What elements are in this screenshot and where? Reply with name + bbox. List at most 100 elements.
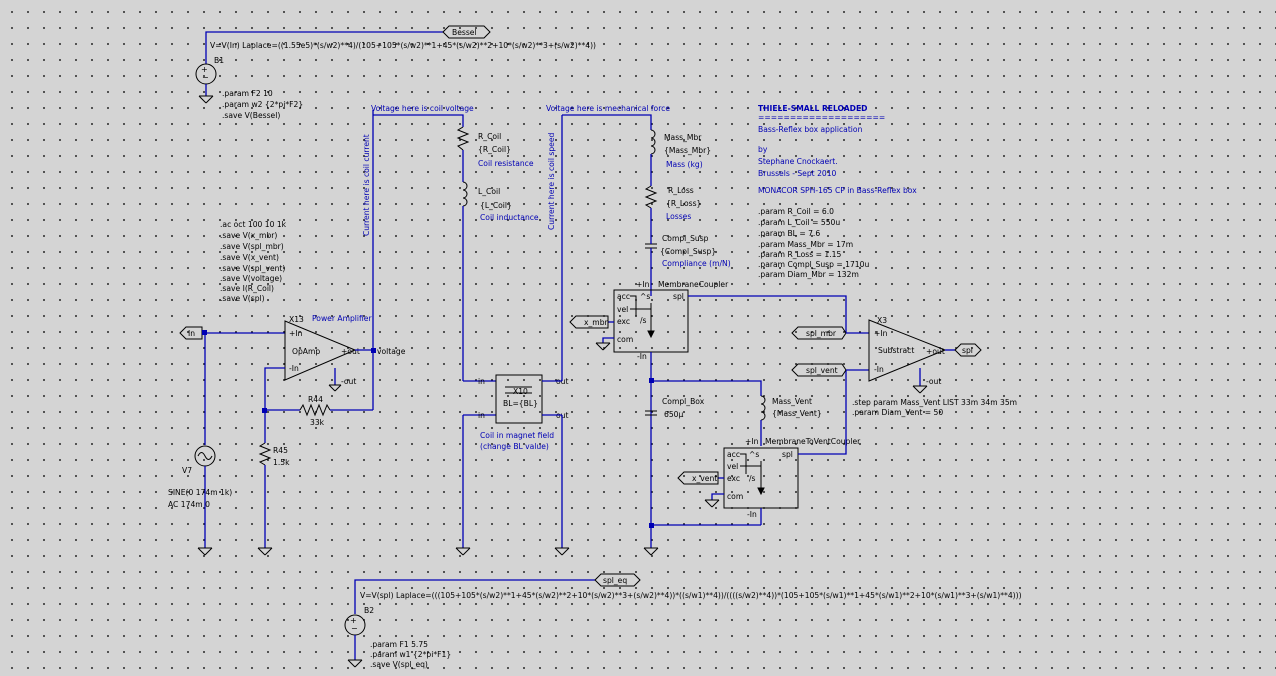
spl-eq-flag[interactable]: spl_eq (603, 576, 627, 585)
place-date[interactable]: Brussels - Sept 2010 (758, 169, 837, 178)
r45-ref[interactable]: R45 (273, 446, 288, 455)
param-line[interactable]: .param Diam_Mbr = 132m (758, 270, 859, 279)
r-loss-ref[interactable]: R_Loss (668, 186, 694, 195)
spl-eq-expression[interactable]: V=V(spl) Laplace=(((105+105*(s/w2)**1+45… (360, 591, 1022, 600)
v7-sine[interactable]: SINE(0 174m 1k) (168, 488, 232, 497)
vent-coupler-title[interactable]: MembraneToVentCoupler (765, 437, 861, 446)
param-line[interactable]: .param L_Coil = 550u (758, 218, 840, 227)
author[interactable]: Stephane Cnockaert. (758, 157, 838, 166)
spl-eq-directive[interactable]: .save V(spl_eq) (370, 660, 428, 669)
bessel-expression[interactable]: V=V(In) Laplace=((1.55e5)*(s/w2)**4)/(10… (210, 41, 596, 50)
r45-value[interactable]: 1.5k (273, 458, 290, 467)
spl-eq-source-ref[interactable]: B2 (364, 606, 374, 615)
mech-force-note[interactable]: Voltage here is mechanical force (546, 104, 670, 113)
gyrator-value[interactable]: BL={BL} (503, 399, 538, 408)
pin-label: vel (617, 305, 628, 314)
op-label: /s (640, 316, 647, 325)
compl-susp-desc[interactable]: Compliance (m/N) (662, 259, 731, 268)
step-directive[interactable]: .step param Mass_Vent LIST 33m 34m 35m (852, 398, 1017, 407)
gyrator-bl[interactable]: in in out out X10 BL={BL} Coil in magnet… (478, 115, 570, 556)
x-mbr-flag[interactable]: x_mbr (584, 318, 609, 327)
r-coil-value[interactable]: {R_Coil} (478, 145, 511, 154)
bessel-directive[interactable]: .param F2 10 (222, 89, 273, 98)
bessel-directive[interactable]: .param w2 {2*pi*F2} (222, 100, 303, 109)
by-label[interactable]: by (758, 145, 768, 154)
substract-name[interactable]: Substract (878, 346, 914, 355)
membrane-coupler-title[interactable]: MembraneCoupler (658, 280, 729, 289)
pin-label: -In (289, 364, 299, 373)
coil-current-note[interactable]: Current here is coil current (362, 134, 371, 236)
spl-eq-directive[interactable]: .param F1 5.75 (370, 640, 428, 649)
directive-line[interactable]: .save I(R_Coil) (220, 284, 274, 293)
directive-line[interactable]: .save V(x_mbr) (220, 231, 277, 240)
r-coil-desc[interactable]: Coil resistance (478, 159, 534, 168)
substract-block[interactable]: spl_mbr spl_vent X3 +In -In +out -out Su… (791, 316, 1017, 417)
l-coil-ref[interactable]: L_Coil (478, 187, 500, 196)
directive-line[interactable]: .ac oct 100 10 1k (220, 220, 287, 229)
mass-vent-value[interactable]: {Mass_Vent} (772, 409, 822, 418)
gyrator-desc[interactable]: (change BL value) (480, 442, 549, 451)
directive-line[interactable]: .save V(spl_vent) (220, 264, 285, 273)
directive-line[interactable]: .save V(voltage) (220, 274, 282, 283)
param-line[interactable]: .param Compl_Susp = 1710u (758, 260, 869, 269)
spl-mbr-flag[interactable]: spl_mbr (806, 329, 837, 338)
directive-line[interactable]: .save V(spl_mbr) (220, 242, 284, 251)
title[interactable]: THIELE-SMALL RELOADED (758, 104, 867, 113)
param-line[interactable]: .param Mass_Mbr = 17m (758, 240, 853, 249)
model[interactable]: MONACOR SPH-165 CP in Bass-Reflex box (758, 186, 917, 195)
directive-line[interactable]: .save V(spl) (220, 294, 265, 303)
directive-line[interactable]: .save V(x_vent) (220, 253, 279, 262)
gyrator-desc[interactable]: Coil in magnet field (480, 431, 554, 440)
bessel-source-ref[interactable]: B1 (214, 56, 224, 65)
membrane-coupler[interactable]: MembraneCoupler +In -In acc vel exc com … (569, 280, 847, 525)
pin-label: -out (926, 377, 941, 386)
compl-box-ref[interactable]: Compl_Box (662, 397, 705, 406)
compl-susp-value[interactable]: {Compl_Susp} (660, 247, 716, 256)
vent-coupler[interactable]: MembraneToVentCoupler +In -In acc vel ex… (677, 370, 861, 525)
param-line[interactable]: .param BL = 7.6 (758, 229, 820, 238)
mass-mbr-desc[interactable]: Mass (kg) (666, 160, 703, 169)
pin-label: +out (926, 347, 945, 356)
mass-mbr-ref[interactable]: Mass_Mbr (664, 133, 702, 142)
mass-mbr-value[interactable]: {Mass_Mbr} (664, 146, 711, 155)
power-amplifier[interactable]: In +In -In +out -out OpAmp X13 Power Amp… (168, 110, 406, 556)
amp-name[interactable]: OpAmp (292, 347, 320, 356)
bessel-directive[interactable]: .save V(Bessel) (222, 111, 280, 120)
compl-box-value[interactable]: 650µ (664, 410, 683, 419)
l-coil-desc[interactable]: Coil inductance (480, 213, 539, 222)
l-coil-value[interactable]: {L_Coil} (480, 201, 512, 210)
pin-label: in (478, 411, 485, 420)
subtitle[interactable]: Bass-Reflex box application (758, 125, 863, 134)
spl-flag[interactable]: spl (962, 346, 973, 355)
spl-eq-directive[interactable]: .param w1 {2*pi*F1} (370, 650, 451, 659)
in-flag[interactable]: In (188, 329, 195, 338)
coil-voltage-note[interactable]: Voltage here is coil voltage (371, 104, 474, 113)
coil-speed-note[interactable]: Current here is coil speed (547, 132, 556, 230)
r-loss-value[interactable]: {R_Loss} (666, 199, 701, 208)
pin-label: spl (673, 292, 684, 301)
v7-ac[interactable]: AC 174m 0 (168, 500, 210, 509)
x-vent-flag[interactable]: x_vent (692, 474, 717, 483)
r-loss-desc[interactable]: Losses (666, 212, 691, 221)
param-diam-vent[interactable]: .param Diam_Vent = 50 (852, 408, 943, 417)
node-voltage-label[interactable]: voltage (377, 347, 406, 356)
substract-ref[interactable]: X3 (877, 316, 887, 325)
pin-label: vel (727, 462, 738, 471)
amp-label[interactable]: Power Amplifier (312, 314, 372, 323)
amp-ref[interactable]: X13 (289, 315, 304, 324)
spl-vent-flag[interactable]: spl_vent (806, 366, 838, 375)
r44-value[interactable]: 33k (310, 418, 325, 427)
compl-susp-ref[interactable]: Compl_Susp (662, 234, 709, 243)
bessel-flag[interactable]: Bessel (452, 28, 477, 37)
gyrator-ref[interactable]: X10 (513, 387, 528, 396)
spl-eq-source-block: spl_eq + − B2 V=V(spl) Laplace=(((105+10… (344, 573, 1022, 669)
r44-ref[interactable]: R44 (308, 395, 323, 404)
v7-ref[interactable]: V7 (182, 466, 192, 475)
pin-label: -out (341, 377, 356, 386)
pin-label: +In (636, 280, 650, 289)
param-line[interactable]: .param R_Coil = 6.0 (758, 207, 834, 216)
param-line[interactable]: .param R_Loss = 1.15 (758, 250, 841, 259)
r-coil-ref[interactable]: R_Coil (478, 132, 501, 141)
mass-vent-ref[interactable]: Mass_Vent (772, 397, 812, 406)
